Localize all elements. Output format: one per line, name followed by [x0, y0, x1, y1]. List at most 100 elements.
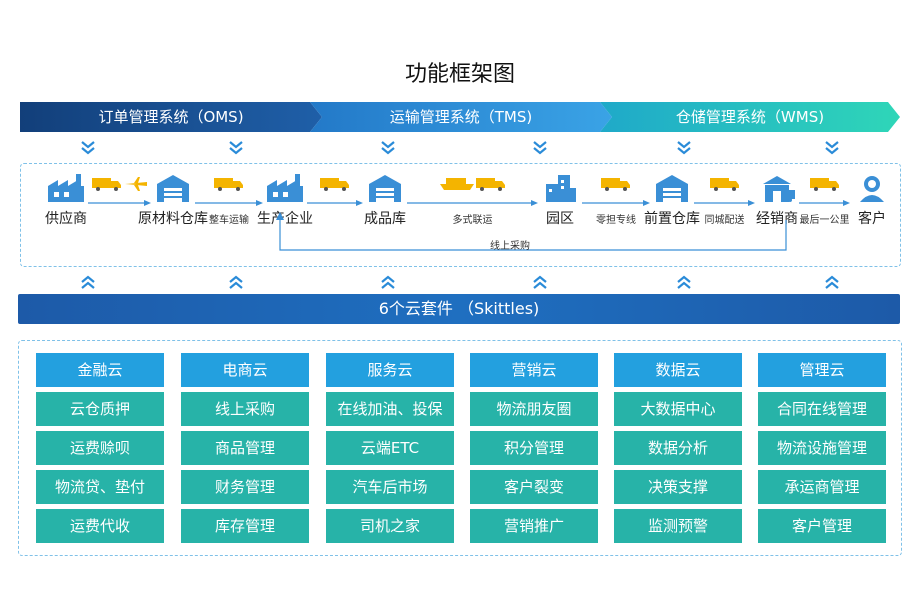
flow-container [20, 163, 901, 267]
flow-node: 客户 [827, 172, 917, 228]
chevron-up-icon [80, 274, 96, 290]
flow-node: 前置仓库 [627, 172, 717, 228]
cloud-item: 商品管理 [181, 431, 309, 465]
skittles-bar: 6个云套件 （Skittles) [18, 294, 900, 324]
cloud-item: 在线加油、投保 [326, 392, 454, 426]
banner-arrow-shape [310, 102, 612, 132]
cloud-item: 云仓质押 [36, 392, 164, 426]
cloud-column: 营销云物流朋友圈积分管理客户裂变营销推广 [470, 353, 598, 548]
cloud-header: 金融云 [36, 353, 164, 387]
flow-node-label: 成品库 [364, 211, 406, 227]
cloud-item: 线上采购 [181, 392, 309, 426]
banner-arrow-shape [600, 102, 900, 132]
truck-icon [475, 176, 506, 195]
cloud-item: 司机之家 [326, 509, 454, 543]
chevron-up-icon [228, 274, 244, 290]
cloud-item: 数据分析 [614, 431, 742, 465]
cloud-item: 库存管理 [181, 509, 309, 543]
building-icon [515, 172, 605, 204]
cloud-item: 合同在线管理 [758, 392, 886, 426]
banner-tms: 运输管理系统（TMS) [310, 102, 612, 132]
chevron-down-icon [80, 139, 96, 155]
flow-link-label: 整车运输 [209, 215, 249, 226]
factory-icon [21, 172, 111, 204]
cloud-item: 决策支撑 [614, 470, 742, 504]
arrow-icon [407, 192, 538, 211]
flow-link [88, 176, 151, 211]
chevron-up-icon [824, 274, 840, 290]
truck-icon [709, 176, 740, 195]
cloud-item: 运费代收 [36, 509, 164, 543]
cloud-item: 客户管理 [758, 509, 886, 543]
chevron-down-icon [380, 139, 396, 155]
arrow-icon [799, 192, 850, 211]
banner-wms: 仓储管理系统（WMS) [600, 102, 900, 132]
arrow-icon [88, 192, 151, 211]
cloud-item: 物流朋友圈 [470, 392, 598, 426]
online-purchase-arrow [276, 212, 787, 251]
chevron-down-icon [532, 139, 548, 155]
flow-link-label: 多式联运 [452, 215, 493, 226]
factory-icon [240, 172, 330, 204]
cloud-item: 物流贷、垫付 [36, 470, 164, 504]
cloud-column: 金融云云仓质押运费赊呗物流贷、垫付运费代收 [36, 353, 164, 548]
ship-icon [439, 176, 474, 195]
flow-link: 最后一公里 [799, 176, 850, 226]
warehouse-icon [128, 172, 218, 204]
chevron-up-icon [676, 274, 692, 290]
cloud-item: 积分管理 [470, 431, 598, 465]
truck-icon [601, 176, 631, 195]
flow-link: 同城配送 [694, 176, 755, 226]
chevron-down-icon [824, 139, 840, 155]
cloud-header: 数据云 [614, 353, 742, 387]
arrow-icon [582, 192, 650, 211]
flow-link: 多式联运 [407, 176, 538, 226]
flow-node-label: 供应商 [45, 211, 87, 227]
flow-node-label: 生产企业 [257, 211, 313, 227]
warehouse-icon [340, 172, 430, 204]
cloud-item: 物流设施管理 [758, 431, 886, 465]
flow-link-label: 最后一公里 [799, 215, 850, 226]
banner-arrow-shape [20, 102, 322, 132]
cloud-item: 监测预警 [614, 509, 742, 543]
flow-node: 成品库 [340, 172, 430, 228]
flow-node-label: 客户 [858, 211, 886, 227]
flow-link-label: 零担专线 [596, 215, 636, 226]
flow-node: 园区 [515, 172, 605, 228]
chevron-down-icon [228, 139, 244, 155]
store-icon [732, 172, 822, 204]
flow-node: 供应商 [21, 172, 111, 228]
chevron-up-icon [380, 274, 396, 290]
cloud-item: 大数据中心 [614, 392, 742, 426]
flow-node-label: 原材料仓库 [138, 211, 208, 227]
cloud-header: 服务云 [326, 353, 454, 387]
flow-node: 经销商 [732, 172, 822, 228]
banner-label: 仓储管理系统（WMS) [675, 108, 825, 126]
banner-oms: 订单管理系统（OMS) [20, 102, 322, 132]
arrow-icon [694, 192, 755, 211]
banner-label: 订单管理系统（OMS) [98, 108, 244, 126]
truck-icon [809, 176, 840, 195]
cloud-item: 客户裂变 [470, 470, 598, 504]
online-purchase-label: 线上采购 [490, 241, 530, 252]
truck-icon [91, 176, 122, 195]
flow-node-label: 经销商 [756, 211, 798, 227]
cloud-column: 电商云线上采购商品管理财务管理库存管理 [181, 353, 309, 548]
chevron-down-icon [676, 139, 692, 155]
chevron-up-icon [532, 274, 548, 290]
arrow-icon [195, 192, 263, 211]
truck-icon [320, 176, 350, 195]
cloud-item: 汽车后市场 [326, 470, 454, 504]
cloud-item: 运费赊呗 [36, 431, 164, 465]
page-title: 功能框架图 [404, 62, 515, 87]
flow-node: 原材料仓库 [128, 172, 218, 228]
plane-icon [124, 176, 148, 195]
customer-icon [827, 172, 917, 204]
cloud-header: 营销云 [470, 353, 598, 387]
cloud-item: 承运商管理 [758, 470, 886, 504]
flow-link [307, 176, 363, 211]
cloud-header: 管理云 [758, 353, 886, 387]
banner-label: 运输管理系统（TMS) [389, 108, 533, 126]
flow-node: 生产企业 [240, 172, 330, 228]
